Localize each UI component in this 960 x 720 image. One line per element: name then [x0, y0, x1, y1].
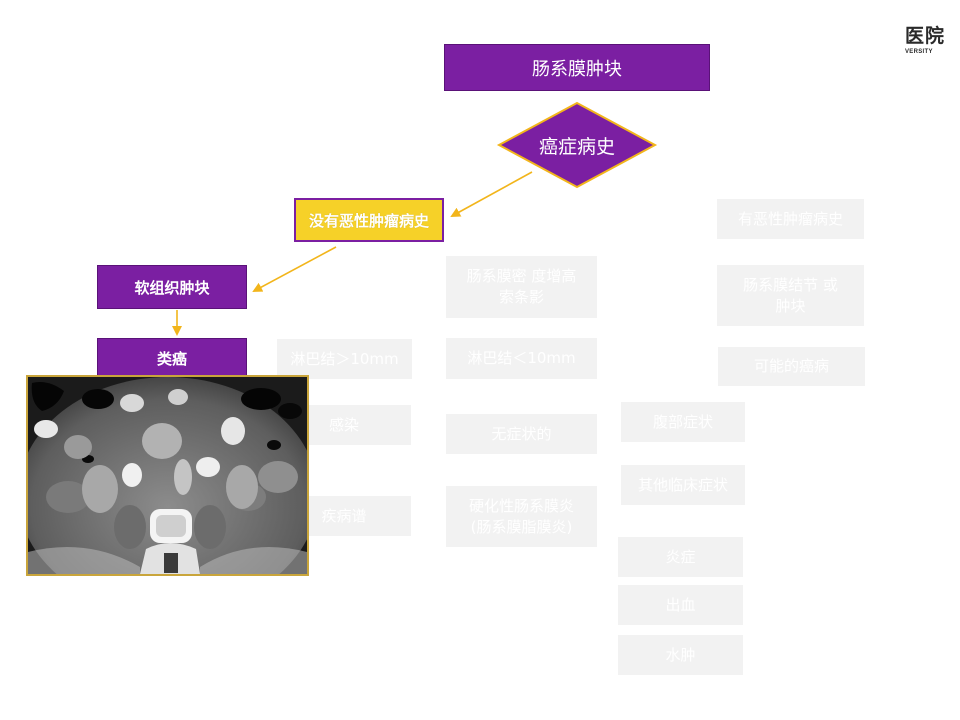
faded-box-abdominal-symptoms: 腹部症状 — [621, 402, 745, 442]
cancer-history-label: 癌症病史 — [538, 135, 615, 158]
faded-box-hemorrhage: 出血 — [618, 585, 743, 625]
mesentery-mass-title-box: 肠系膜肿块 — [444, 44, 710, 91]
carcinoid-box: 类癌 — [97, 338, 247, 378]
arrow-no-history-to-soft-tissue — [252, 246, 337, 292]
ct-scan-image — [26, 375, 309, 576]
cancer-history-diamond — [496, 101, 658, 189]
faded-box-inflammation: 炎症 — [618, 537, 743, 577]
faded-box-lymph-large: 淋巴结＞10mm — [277, 339, 412, 379]
soft-tissue-mass-box: 软组织肿块 — [97, 265, 247, 309]
logo-subtext: VERSITY — [905, 49, 933, 55]
university-logo: 医院 VERSITY — [905, 26, 955, 66]
no-malignancy-history-box: 没有恶性肿瘤病史 — [294, 198, 444, 242]
faded-box-malignancy-history: 有恶性肿瘤病史 — [717, 199, 864, 239]
faded-box-mesentery-density: 肠系膜密 度增高 索条影 — [446, 256, 597, 318]
faded-box-other-clinical: 其他临床症状 — [621, 465, 745, 505]
faded-box-asymptomatic: 无症状的 — [446, 414, 597, 454]
faded-box-mesentery-nodule: 肠系膜结节 或肿块 — [717, 265, 864, 326]
ct-scan-drawing — [28, 377, 307, 574]
logo-glyphs: 医院 — [905, 25, 946, 47]
faded-box-sclerosing-mesenteritis: 硬化性肠系膜炎 (肠系膜脂膜炎) — [446, 486, 597, 547]
faded-box-edema: 水肿 — [618, 635, 743, 675]
faded-box-possible-cancer: 可能的癌病 — [718, 347, 865, 386]
arrow-decision-to-no-history — [450, 171, 533, 217]
faded-box-lymph-small: 淋巴结＜10mm — [446, 338, 597, 379]
